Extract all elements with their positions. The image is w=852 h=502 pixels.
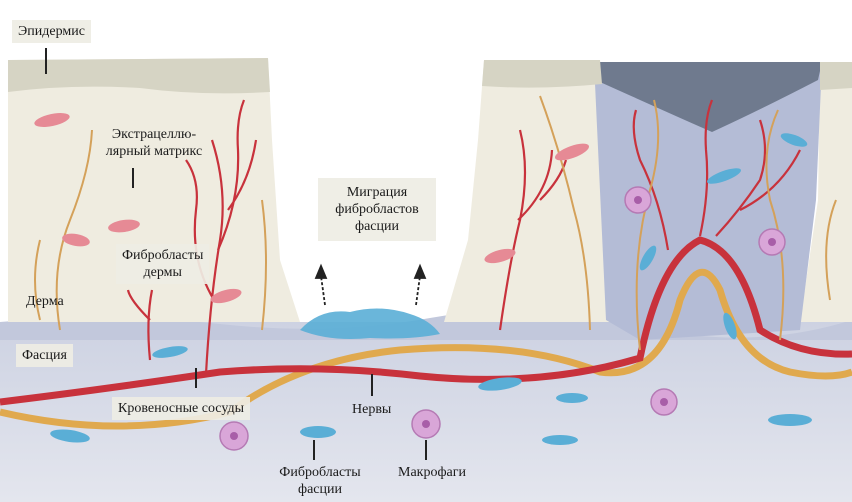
label-migration-line2: фибробластов [322,201,432,218]
label-fibro-dermis-line2: дермы [122,264,203,281]
label-epidermis: Эпидермис [12,20,91,43]
label-extracellular-matrix: Экстрацеллю- лярный матрикс [94,126,214,160]
label-fibro-fascia-line1: Фибробласты [270,464,370,481]
label-fibro-fascia-line2: фасции [270,481,370,498]
label-ecm-line1: Экстрацеллю- [94,126,214,143]
label-fibro-dermis-line1: Фибробласты [122,247,203,264]
label-dermis-fibroblasts: Фибробласты дермы [116,244,209,284]
label-fibroblast-migration: Миграция фибробластов фасции [318,178,436,241]
label-ecm-line2: лярный матрикс [94,143,214,160]
label-migration-line3: фасции [322,218,432,235]
epidermis-mid [482,60,602,88]
dermis-mid-block [444,60,610,322]
label-blood-vessels: Кровеносные сосуды [112,397,250,420]
label-fascia-fibroblasts: Фибробласты фасции [270,464,370,498]
migration-arrows [316,266,425,305]
label-macrophages: Макрофаги [398,464,466,481]
label-fascia: Фасция [16,344,73,367]
label-dermis: Дерма [26,293,64,310]
wound-fibroblast-clump [300,308,440,339]
label-migration-line1: Миграция [322,184,432,201]
epidermis-right [820,62,852,90]
label-nerves: Нервы [352,401,391,418]
